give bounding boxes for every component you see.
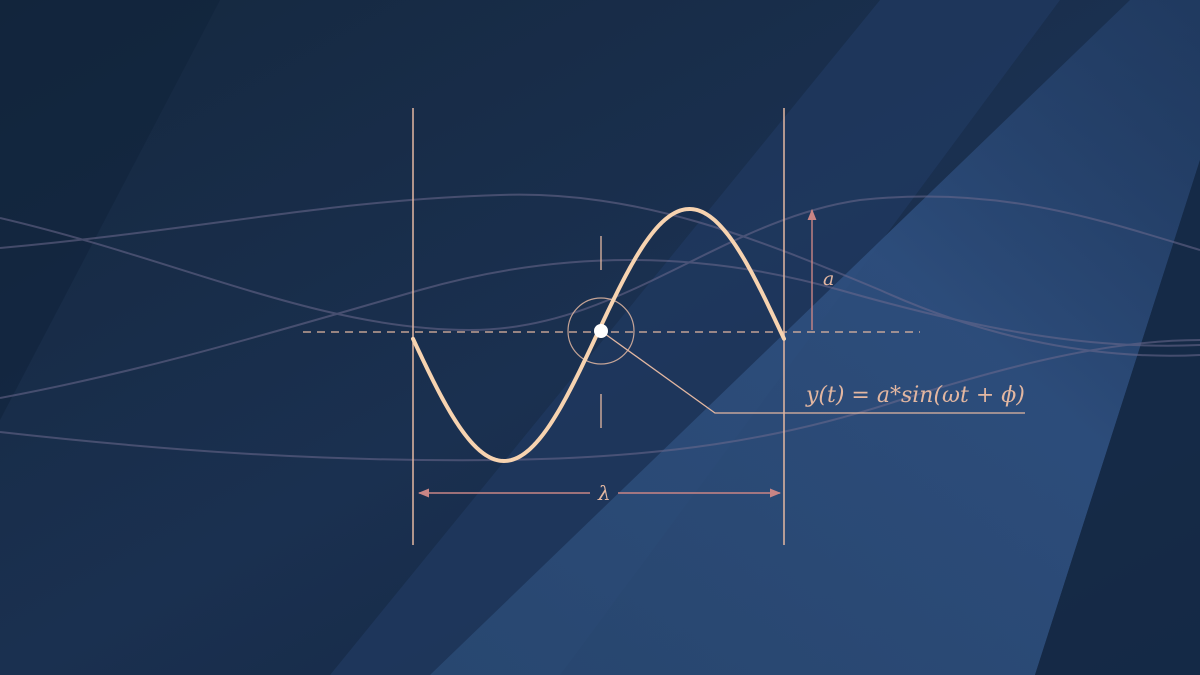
background-wave-2 [0,193,1200,357]
amplitude-label: a [823,268,834,290]
formula-leader-line [600,330,1025,414]
background-wave-3 [0,259,1200,399]
origin-point [594,324,608,338]
background-waves [0,193,1200,462]
background-shade-left [0,0,220,420]
light-beam-left [330,0,1060,675]
diagram-guides [303,108,1025,545]
focus-ring [567,297,635,365]
formula-label: y(t) = a*sin(ωt + ϕ) [805,383,1025,408]
light-beam-right [430,0,1200,675]
background-shade-right [1035,160,1200,675]
wavelength-label: λ [597,481,611,505]
background-wave-4 [0,339,1200,462]
background-wave-1 [0,195,1200,332]
